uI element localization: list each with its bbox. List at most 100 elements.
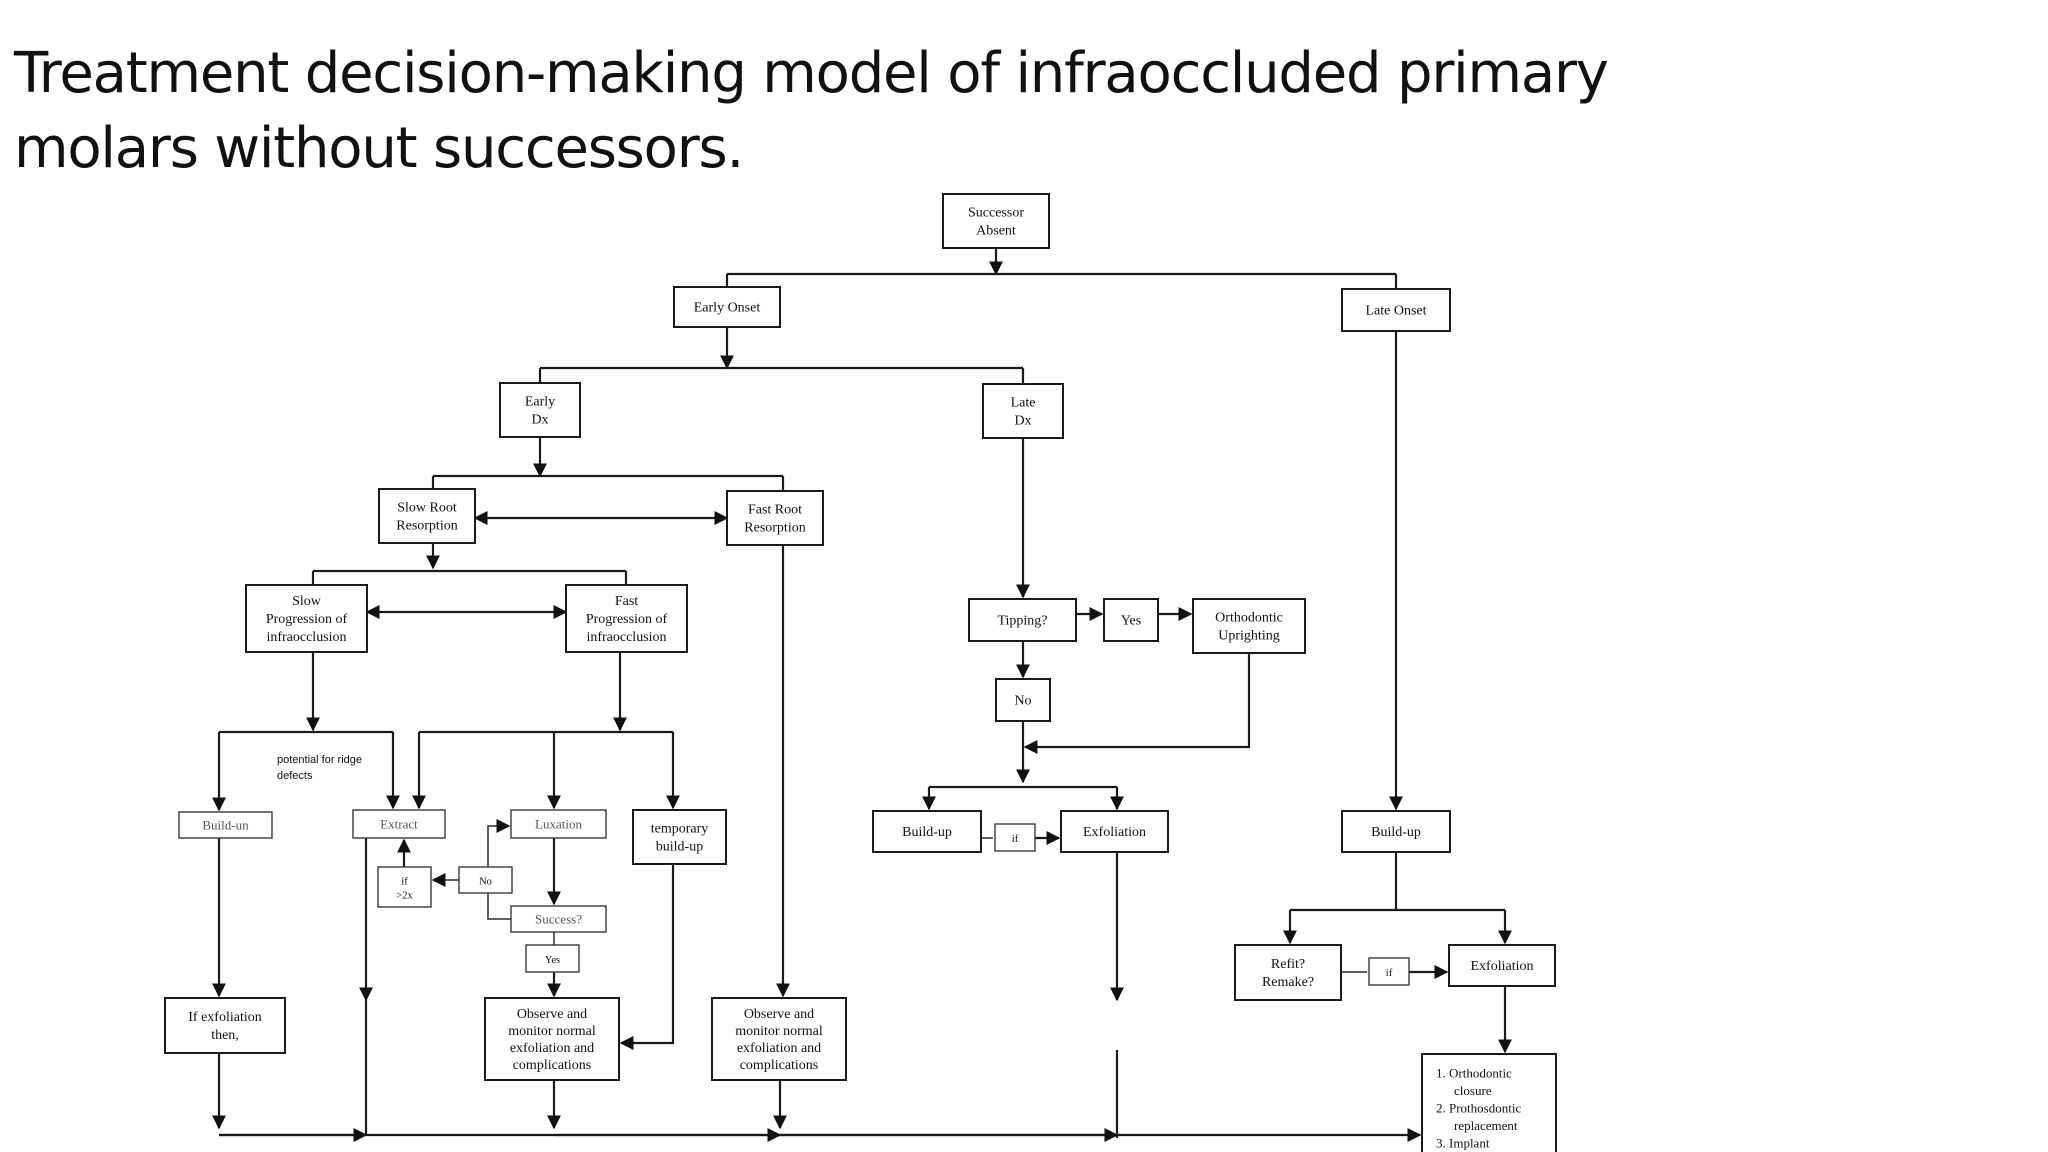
- luxation-no-box: No: [458, 866, 513, 894]
- success-yes-box-text-1: Yes: [545, 955, 560, 966]
- observe-monitor-right-box-text-2: monitor normal: [735, 1024, 823, 1039]
- if-more-than-2x-box: if >2x: [377, 866, 432, 908]
- orthodontic-uprighting-box-text-2: Uprighting: [1218, 629, 1279, 644]
- if-more-than-2x-box-text-1: if: [401, 877, 408, 888]
- early-onset-box-frame: [673, 286, 781, 328]
- refit-remake-box: Refit? Remake?: [1234, 944, 1342, 1001]
- exfoliation-middle-box-frame: [1060, 810, 1169, 853]
- observe-monitor-left-box-text-2: monitor normal: [508, 1024, 596, 1039]
- observe-monitor-left-box-text-3: exfoliation and: [510, 1041, 594, 1056]
- connector-36: [619, 864, 675, 1050]
- slow-progression-box-text-1: Slow: [292, 594, 322, 609]
- build-up-right-box-text-1: Build-up: [1371, 825, 1421, 840]
- successor-absent-box-text-2: Absent: [976, 224, 1016, 239]
- fast-progression-box-text-3: infraocclusion: [586, 630, 666, 645]
- refit-remake-box-text-2: Remake?: [1262, 975, 1314, 990]
- observe-monitor-right-box-frame: [711, 997, 847, 1081]
- tipping-question-box: Tipping?: [968, 598, 1077, 642]
- success-question-box: Success?: [510, 905, 607, 933]
- fast-progression-box-text-1: Fast: [615, 594, 638, 609]
- luxation-no-box-frame: [458, 866, 513, 894]
- early-dx-box-text-2: Dx: [531, 413, 548, 428]
- observe-monitor-right-box-text-3: exfoliation and: [737, 1041, 821, 1056]
- build-up-left-box: Build-un: [178, 811, 273, 839]
- if-middle-box-text-1: if: [1012, 834, 1019, 845]
- ridge-defects-note-line-2: defects: [277, 770, 313, 782]
- if-middle-box-frame: [994, 823, 1036, 852]
- if-more-than-2x-box-text-2: >2x: [396, 891, 413, 902]
- late-dx-box-text-2: Dx: [1014, 414, 1031, 429]
- slow-root-resorption-box-text-2: Resorption: [396, 519, 457, 534]
- tipping-no-box: No: [995, 678, 1051, 722]
- tipping-no-box-text-1: No: [1014, 694, 1031, 709]
- ridge-defects-note-line-1: potential for ridge: [277, 754, 362, 766]
- fast-root-resorption-box-frame: [726, 490, 824, 546]
- tipping-yes-box-text-1: Yes: [1121, 614, 1141, 629]
- if-exfoliation-then-box-frame: [164, 997, 286, 1054]
- early-onset-box-text-1: Early Onset: [694, 301, 761, 316]
- exfoliation-middle-box: Exfoliation: [1060, 810, 1169, 853]
- luxation-box-frame: [510, 809, 607, 839]
- fast-root-resorption-box-text-1: Fast Root: [748, 503, 802, 518]
- treatment-options-box-frame: [1421, 1053, 1557, 1152]
- observe-monitor-right-box-text-4: complications: [740, 1058, 819, 1073]
- temporary-build-up-box-frame: [632, 809, 727, 865]
- early-dx-box-frame: [499, 382, 581, 438]
- treatment-options-box-text-5: 3. Implant: [1436, 1136, 1490, 1151]
- if-exfoliation-then-box-text-1: If exfoliation: [188, 1010, 261, 1025]
- build-up-left-box-text-1: Build-un: [202, 818, 249, 833]
- observe-monitor-left-box-frame: [484, 997, 620, 1081]
- connector-42: [1023, 653, 1251, 754]
- late-onset-box-frame: [1341, 288, 1451, 332]
- success-question-box-frame: [510, 905, 607, 933]
- slide-title: Treatment decision-making model of infra…: [14, 36, 1764, 186]
- build-up-right-box-frame: [1341, 810, 1451, 853]
- early-dx-box-text-1: Early: [525, 395, 555, 410]
- if-right-box-text-1: if: [1386, 968, 1393, 979]
- refit-remake-box-text-1: Refit?: [1271, 957, 1305, 972]
- extract-box-text-1: Extract: [380, 817, 418, 832]
- fast-progression-box-text-2: Progression of: [586, 612, 668, 627]
- orthodontic-uprighting-box-text-1: Orthodontic: [1215, 611, 1283, 626]
- success-yes-box-frame: [525, 944, 580, 973]
- exfoliation-right-box-text-1: Exfoliation: [1471, 959, 1534, 974]
- temporary-build-up-box-text-2: build-up: [656, 840, 703, 855]
- luxation-box-text-1: Luxation: [535, 817, 582, 832]
- observe-monitor-left-box-text-1: Observe and: [517, 1007, 587, 1022]
- if-right-box-frame: [1368, 957, 1410, 986]
- tipping-yes-box: Yes: [1103, 598, 1159, 642]
- if-middle-box: if: [994, 823, 1036, 852]
- treatment-options-box-text-4: replacement: [1454, 1118, 1518, 1133]
- build-up-left-box-frame: [178, 811, 273, 839]
- observe-monitor-left-box: Observe and monitor normal exfoliation and…: [484, 997, 620, 1081]
- late-dx-box-frame: [982, 383, 1064, 439]
- refit-remake-box-frame: [1234, 944, 1342, 1001]
- orthodontic-uprighting-box-frame: [1192, 598, 1306, 654]
- extract-box: Extract: [352, 809, 446, 839]
- slow-progression-box-frame: [245, 584, 368, 653]
- exfoliation-middle-box-text-1: Exfoliation: [1083, 825, 1146, 840]
- slow-progression-box-text-2: Progression of: [266, 612, 348, 627]
- early-onset-box: Early Onset: [673, 286, 781, 328]
- observe-monitor-left-box-text-4: complications: [513, 1058, 592, 1073]
- slide-title-line-2: molars without successors.: [14, 116, 744, 181]
- exfoliation-right-box: Exfoliation: [1448, 944, 1556, 987]
- tipping-question-box-frame: [968, 598, 1077, 642]
- tipping-yes-box-frame: [1103, 598, 1159, 642]
- luxation-no-box-text-1: No: [479, 877, 492, 888]
- late-onset-box: Late Onset: [1341, 288, 1451, 332]
- success-question-box-text-1: Success?: [535, 912, 582, 927]
- build-up-right-box: Build-up: [1341, 810, 1451, 853]
- treatment-options-box-text-2: closure: [1454, 1083, 1492, 1098]
- successor-absent-box-frame: [942, 193, 1050, 249]
